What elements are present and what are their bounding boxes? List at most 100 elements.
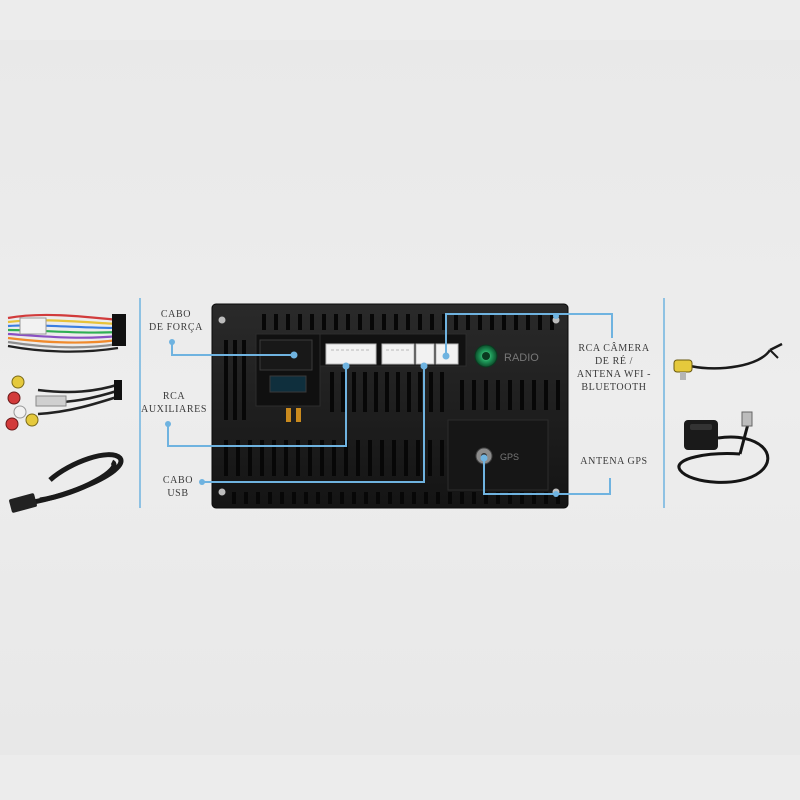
radio-mark: RADIO — [504, 352, 539, 364]
vent-slot — [284, 440, 288, 476]
radio-antenna-jack — [474, 344, 498, 368]
power-harness-image — [7, 313, 126, 353]
vent-slot — [484, 380, 488, 410]
vent-slot — [352, 372, 356, 412]
vent-slot — [368, 440, 372, 476]
head-unit-rear — [211, 303, 569, 509]
vent-slot — [400, 492, 404, 504]
vent-slot — [424, 492, 428, 504]
callout-gps — [483, 458, 611, 495]
vent-slot — [520, 380, 524, 410]
vent-slot — [244, 492, 248, 504]
vent-slot — [242, 340, 246, 420]
vent-slot — [508, 380, 512, 410]
vent-slot — [328, 492, 332, 504]
gps-mark: GPS — [500, 452, 519, 462]
vent-slot — [460, 492, 464, 504]
vent-slot — [538, 314, 542, 330]
vent-slot — [544, 380, 548, 410]
vent-slot — [442, 314, 446, 330]
usb-cable-image — [9, 452, 124, 513]
label-power-cable: CABO DE FORÇA — [149, 309, 203, 333]
vent-slot — [272, 440, 276, 476]
label-gps-antenna: ANTENA GPS — [580, 456, 648, 467]
vent-slot — [478, 314, 482, 330]
vent-slot — [556, 380, 560, 410]
vent-slot — [490, 314, 494, 330]
vent-grille — [224, 314, 560, 504]
vent-slot — [394, 314, 398, 330]
vent-slot — [286, 314, 290, 330]
connector-block-3 — [415, 343, 435, 365]
vent-slot — [392, 440, 396, 476]
vent-slot — [376, 492, 380, 504]
camera-cable-image — [673, 342, 783, 380]
vent-slot — [440, 372, 444, 412]
vent-slot — [472, 380, 476, 410]
vent-slot — [460, 380, 464, 410]
label-camera-wifi: RCA CÂMERA DE RÉ / ANTENA WFI - BLUETOOT… — [576, 343, 652, 393]
vent-slot — [358, 314, 362, 330]
vent-slot — [262, 314, 266, 330]
callout-camera — [445, 313, 613, 356]
vent-slot — [260, 440, 264, 476]
vent-slot — [232, 492, 236, 504]
vent-slot — [556, 492, 560, 504]
vent-slot — [322, 314, 326, 330]
rca-harness-image — [5, 375, 122, 431]
label-rca-aux: RCA AUXILIARES — [141, 391, 207, 415]
vent-slot — [532, 492, 536, 504]
vent-slot — [418, 372, 422, 412]
vent-slot — [334, 314, 338, 330]
vent-slot — [374, 372, 378, 412]
vent-slot — [224, 440, 228, 476]
vent-slot — [274, 314, 278, 330]
vent-slot — [316, 492, 320, 504]
vent-slot — [382, 314, 386, 330]
vent-slot — [448, 492, 452, 504]
vent-slot — [466, 314, 470, 330]
vent-slot — [224, 340, 228, 420]
vent-slot — [430, 314, 434, 330]
vent-slot — [236, 440, 240, 476]
vent-slot — [429, 372, 433, 412]
vent-slot — [472, 492, 476, 504]
vent-slot — [428, 440, 432, 476]
vent-slot — [341, 372, 345, 412]
vent-slot — [436, 492, 440, 504]
vent-slot — [308, 440, 312, 476]
vent-slot — [526, 314, 530, 330]
vent-slot — [508, 492, 512, 504]
vent-slot — [296, 440, 300, 476]
vent-slot — [304, 492, 308, 504]
vent-slot — [544, 492, 548, 504]
callout-usb — [202, 366, 425, 483]
vent-slot — [385, 372, 389, 412]
vent-slot — [440, 440, 444, 476]
vent-slot — [496, 492, 500, 504]
vent-slot — [404, 440, 408, 476]
vent-slot — [418, 314, 422, 330]
vent-slot — [298, 314, 302, 330]
vent-slot — [388, 492, 392, 504]
connector-block-2 — [381, 343, 415, 365]
vent-slot — [356, 440, 360, 476]
vent-slot — [346, 314, 350, 330]
vent-slot — [310, 314, 314, 330]
vent-slot — [550, 314, 554, 330]
vent-slot — [268, 492, 272, 504]
vent-slot — [292, 492, 296, 504]
vent-slot — [514, 314, 518, 330]
vent-slot — [496, 380, 500, 410]
vent-slot — [320, 440, 324, 476]
vent-slot — [340, 492, 344, 504]
vent-slot — [484, 492, 488, 504]
vent-slot — [454, 314, 458, 330]
vent-slot — [256, 492, 260, 504]
vent-slot — [520, 492, 524, 504]
vent-slot — [396, 372, 400, 412]
vent-slot — [280, 492, 284, 504]
callout-dots — [165, 313, 559, 497]
vent-slot — [502, 314, 506, 330]
